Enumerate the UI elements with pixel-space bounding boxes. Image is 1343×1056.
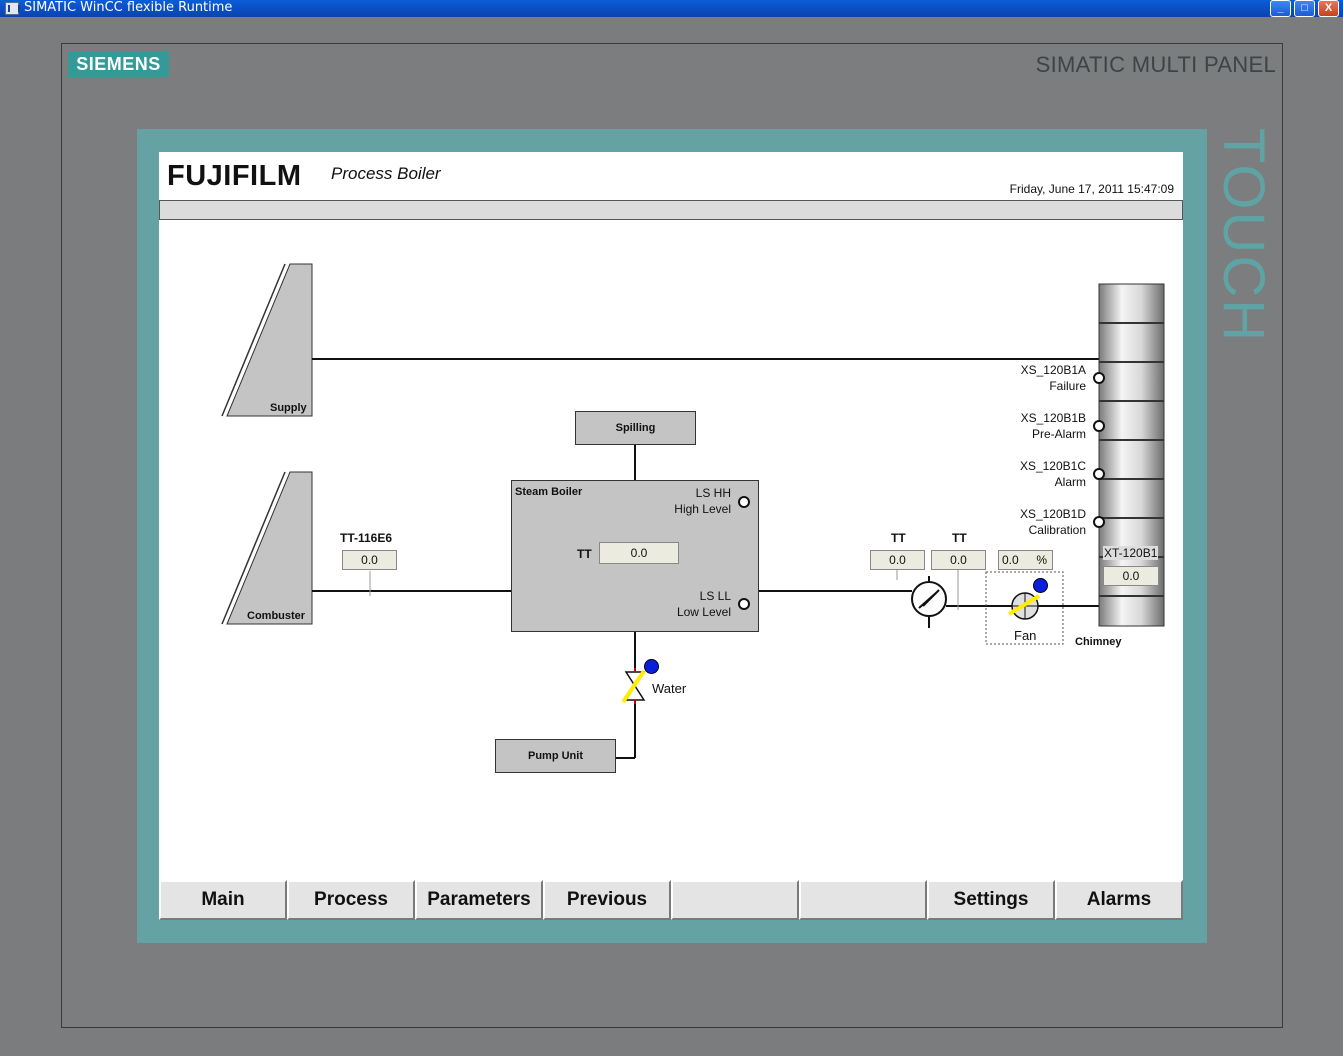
siemens-logo: SIEMENS (68, 51, 169, 77)
pump-unit[interactable]: Pump Unit (495, 739, 616, 773)
tt2-value-field: 0.0 (931, 550, 986, 570)
xs-d-tag: XS_120B1D (1019, 507, 1086, 521)
tt1-value-field: 0.0 (870, 550, 925, 570)
high-level-label: High Level (674, 502, 731, 516)
water-label: Water (652, 681, 687, 696)
low-level-label: Low Level (676, 605, 731, 619)
combuster-label: Combuster (247, 610, 306, 622)
fan-speed-value: 0.0 (1002, 553, 1019, 567)
xt-value-field: 0.0 (1103, 566, 1159, 586)
xs-d-indicator (1093, 516, 1105, 528)
close-button[interactable]: X (1318, 0, 1339, 17)
touch-label: TOUCH (1211, 128, 1276, 344)
nav-previous-button[interactable]: Previous (543, 880, 671, 920)
nav-main-button[interactable]: Main (159, 880, 287, 920)
maximize-button[interactable]: □ (1294, 0, 1315, 17)
fan-actuator (1007, 594, 1041, 616)
fan-speed-field: 0.0 % (998, 550, 1053, 570)
tt116-label: TT-116E6 (340, 531, 393, 545)
boiler-tt-value-field: 0.0 (599, 542, 679, 564)
combuster-edge-line (221, 471, 286, 625)
xs-a-indicator (1093, 372, 1105, 384)
xs-c-desc: Alarm (1054, 475, 1086, 489)
nav-settings-button[interactable]: Settings (927, 880, 1055, 920)
valve-actuator (621, 669, 646, 704)
supply-label: Supply (270, 402, 307, 414)
ls-hh-label: LS HH (695, 486, 731, 500)
company-logo: FUJIFILM (167, 160, 302, 192)
fan-status-dot (1033, 578, 1048, 593)
xs-b-desc: Pre-Alarm (1031, 427, 1086, 441)
supply-edge-line (221, 263, 286, 417)
ls-ll-label: LS LL (699, 589, 731, 603)
xs-c-tag: XS_120B1C (1019, 459, 1086, 473)
xt-label: XT-120B1 (1103, 546, 1159, 560)
water-valve[interactable] (619, 665, 651, 707)
tt2-label: TT (952, 531, 967, 545)
hmi-screen: FUJIFILM Process Boiler Friday, June 17,… (159, 152, 1183, 920)
nav-alarms-button[interactable]: Alarms (1055, 880, 1183, 920)
spilling-unit[interactable]: Spilling (575, 411, 696, 445)
device-model-label: SIMATIC MULTI PANEL (1035, 52, 1276, 77)
fan-speed-unit: % (1036, 553, 1047, 567)
screen-title: Process Boiler (331, 164, 441, 183)
fan-label: Fan (1014, 628, 1037, 643)
xs-c-indicator (1093, 468, 1105, 480)
xs-a-desc: Failure (1049, 379, 1086, 393)
heat-exchanger-zigzag (918, 589, 940, 609)
ls-ll-indicator (738, 598, 750, 610)
xs-a-tag: XS_120B1A (1020, 363, 1086, 377)
nav-process-button[interactable]: Process (287, 880, 415, 920)
fan-unit[interactable] (986, 572, 1063, 644)
alarm-status-bar[interactable] (159, 200, 1183, 220)
window-titlebar: SIMATIC WinCC flexible Runtime _ □ X (0, 0, 1343, 17)
steam-boiler-label: Steam Boiler (515, 486, 583, 498)
nav-empty-button-5[interactable] (671, 880, 799, 920)
tt116-value-field: 0.0 (342, 550, 397, 570)
process-diagram: Supply Combuster TT-116E6 0.0 Spilling S… (159, 220, 1183, 880)
nav-parameters-button[interactable]: Parameters (415, 880, 543, 920)
ls-hh-indicator (738, 496, 750, 508)
xs-b-tag: XS_120B1B (1020, 411, 1086, 425)
chimney-label: Chimney (1075, 636, 1122, 648)
xs-d-desc: Calibration (1028, 523, 1086, 537)
boiler-tt-label: TT (577, 547, 592, 561)
nav-empty-button-6[interactable] (799, 880, 927, 920)
water-valve-status-dot (644, 659, 659, 674)
datetime-display: Friday, June 17, 2011 15:47:09 (1009, 182, 1174, 196)
supply-shape (226, 263, 313, 417)
fan-frame (985, 571, 1064, 645)
combuster-shape (226, 471, 313, 625)
xs-b-indicator (1093, 420, 1105, 432)
app-icon (5, 2, 20, 15)
tt1-label: TT (891, 531, 906, 545)
window-title: SIMATIC WinCC flexible Runtime (24, 0, 233, 15)
minimize-button[interactable]: _ (1270, 0, 1291, 17)
bottom-navigation: Main Process Parameters Previous Setting… (159, 880, 1183, 920)
